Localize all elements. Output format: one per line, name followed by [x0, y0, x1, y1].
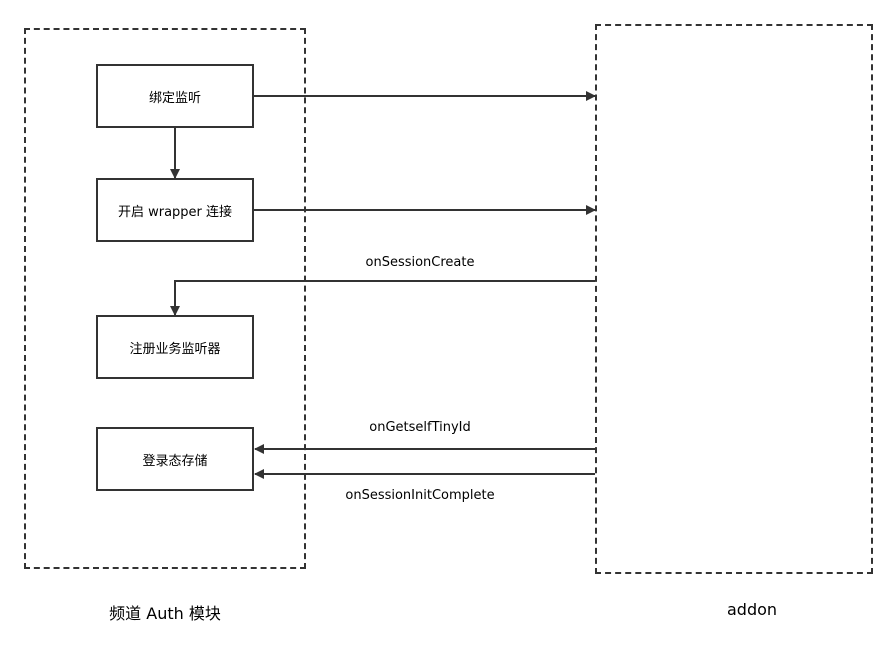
auth-module-caption: 频道 Auth 模块	[109, 604, 221, 623]
node-open-wrapper: 开启 wrapper 连接	[96, 178, 254, 242]
node-open-wrapper-label: 开启 wrapper 连接	[117, 204, 233, 220]
node-register-listener-label: 注册业务监听器	[129, 341, 221, 357]
node-bind-listener: 绑定监听	[96, 64, 254, 128]
addon-caption: addon	[726, 600, 778, 619]
edge-label-session-create: onSessionCreate	[365, 255, 475, 270]
node-login-state-store-label: 登录态存储	[142, 453, 208, 469]
edge-label-get-self-tiny-id: onGetselfTinyId	[369, 420, 471, 435]
node-login-state-store: 登录态存储	[96, 427, 254, 491]
node-register-listener: 注册业务监听器	[96, 315, 254, 379]
node-bind-listener-label: 绑定监听	[148, 90, 201, 106]
addon-container	[595, 24, 873, 574]
edge-label-session-init-complete: onSessionInitComplete	[345, 488, 495, 503]
